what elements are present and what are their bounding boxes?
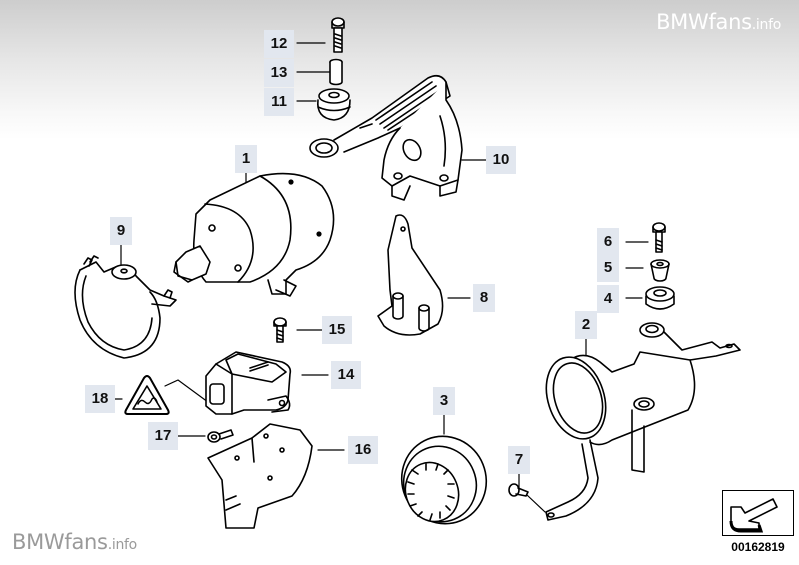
part-18-warning-label — [124, 375, 170, 415]
part-4-rubber-mount — [645, 286, 675, 310]
part-2-holder-bracket — [545, 322, 741, 521]
part-14-control-module — [205, 351, 292, 415]
part-3-splined-ring — [400, 435, 488, 525]
callout-17[interactable]: 17 — [148, 422, 178, 450]
callout-12[interactable]: 12 — [264, 30, 294, 58]
watermark-top: BMWfans.info — [656, 10, 781, 34]
part-15-screw — [273, 317, 287, 343]
callout-18[interactable]: 18 — [85, 385, 115, 413]
part-9-clamp-holder — [74, 255, 177, 359]
callout-8[interactable]: 8 — [473, 284, 495, 312]
part-16-module-bracket — [207, 423, 313, 529]
callout-13[interactable]: 13 — [264, 59, 294, 87]
part-8-support-bracket — [377, 214, 444, 336]
reference-arrow-box — [722, 490, 794, 536]
callout-3[interactable]: 3 — [433, 387, 455, 415]
callout-5[interactable]: 5 — [597, 254, 619, 282]
callout-14[interactable]: 14 — [331, 361, 361, 389]
callout-11[interactable]: 11 — [264, 88, 294, 116]
callout-7[interactable]: 7 — [508, 446, 530, 474]
part-6-bolt — [652, 222, 666, 253]
leader-18-link — [164, 379, 213, 406]
diagram-id: 00162819 — [731, 540, 785, 554]
watermark-suffix: .info — [107, 537, 138, 553]
part-13-sleeve — [329, 58, 343, 86]
part-12-bolt — [331, 17, 345, 53]
callout-10[interactable]: 10 — [486, 146, 516, 174]
callout-16[interactable]: 16 — [348, 436, 378, 464]
part-11-rubber-mount — [317, 88, 351, 121]
watermark-bottom: BMWfans.info — [12, 530, 137, 554]
part-1-actuator-motor — [173, 172, 335, 297]
watermark-brand: BMWfans — [656, 10, 752, 34]
callout-6[interactable]: 6 — [597, 228, 619, 256]
part-10-mounting-bracket — [309, 74, 463, 201]
part-5-spacer — [650, 259, 670, 282]
arrow-icon — [729, 498, 778, 533]
callout-15[interactable]: 15 — [322, 316, 352, 344]
leader-7-link — [526, 494, 546, 513]
part-7-screw — [508, 483, 529, 497]
part-17-screw — [207, 429, 234, 443]
callout-9[interactable]: 9 — [110, 217, 132, 245]
watermark-suffix: .info — [751, 17, 782, 33]
watermark-brand: BMWfans — [12, 530, 108, 554]
callout-1[interactable]: 1 — [235, 145, 257, 173]
callout-2[interactable]: 2 — [575, 311, 597, 339]
callout-4[interactable]: 4 — [597, 285, 619, 313]
